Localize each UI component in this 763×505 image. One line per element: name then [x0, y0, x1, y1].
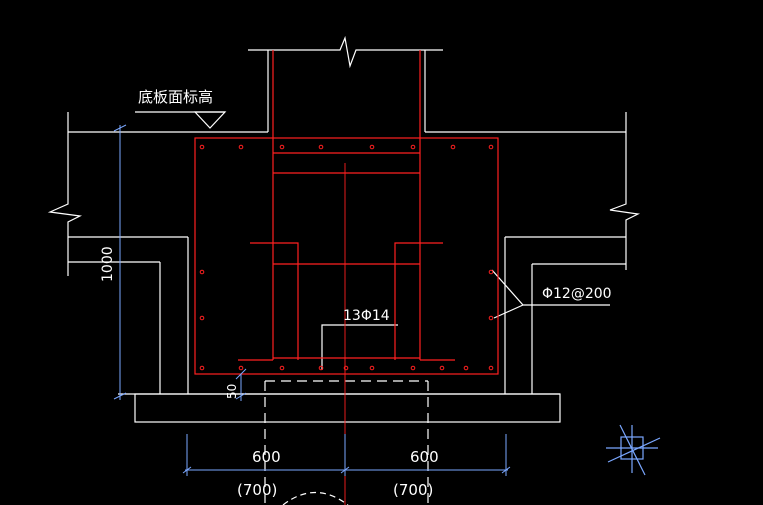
ucs-axis-icon: [606, 424, 661, 476]
rebar-section-dot: [238, 144, 244, 150]
rebar-section-dot: [488, 269, 494, 275]
dim-left-paren-label: (700): [237, 481, 277, 499]
rebar-section-dot: [199, 144, 205, 150]
rebar-section-dot: [369, 144, 375, 150]
rebar-dots: [199, 144, 494, 371]
rebar-section-dot: [410, 144, 416, 150]
cover-dim-label: 50: [225, 384, 239, 399]
dim-right-paren-label: (700): [393, 481, 433, 499]
cover-dim-tick-bottom: [235, 392, 247, 400]
dim-right-label: 600: [410, 448, 439, 466]
cover-dim-tick-top: [235, 368, 247, 380]
rebar-section-dot: [318, 365, 324, 371]
rebar-section-dot: [488, 144, 494, 150]
rebar-section-dot: [318, 144, 324, 150]
vertical-dim-tick-top: [113, 124, 127, 132]
pile-arc: [282, 492, 349, 505]
rebar-section-dot: [488, 365, 494, 371]
rebar-section-dot: [238, 365, 244, 371]
left-slab-break: [47, 112, 83, 276]
rebar-section-dot: [199, 315, 205, 321]
slab-elevation-label: 底板面标高: [138, 88, 213, 106]
structure-outline: [47, 35, 640, 505]
rebar-section-dot: [439, 365, 445, 371]
column-break-line: [248, 35, 443, 69]
rebar-group: [194, 50, 499, 505]
rebar-section-dot: [410, 365, 416, 371]
elevation-triangle-icon: [193, 111, 227, 129]
main-rebar-leader: [321, 324, 398, 370]
dim-left-label: 600: [252, 448, 281, 466]
dimension-lines: [113, 124, 511, 476]
horizontal-dim-tick-mid: [340, 466, 350, 474]
rebar-section-dot: [343, 365, 349, 371]
rebar-section-dot: [450, 144, 456, 150]
stirrup-leader-2: [493, 304, 524, 319]
right-slab-break: [609, 112, 640, 270]
rebar-section-dot: [279, 365, 285, 371]
rebar-section-dot: [369, 365, 375, 371]
column-bar-left-inner: [250, 242, 299, 360]
blinding-layer: [134, 393, 561, 423]
vertical-dim-tick-bottom: [113, 392, 127, 400]
main-rebar-label: 13Φ14: [343, 308, 390, 324]
text-labels: 底板面标高 13Φ14 Φ12@200 1000 50 600 600 (700…: [100, 88, 612, 499]
rebar-section-dot: [199, 365, 205, 371]
vertical-dim-label: 1000: [100, 246, 116, 282]
horizontal-dim-tick-left: [182, 466, 192, 474]
rebar-section-dot: [279, 144, 285, 150]
column-bar-right-inner: [394, 242, 443, 360]
rebar-section-dot: [488, 315, 494, 321]
rebar-section-dot: [463, 365, 469, 371]
pit-rebar-cage: [194, 137, 499, 375]
stirrup-label: Φ12@200: [542, 286, 612, 302]
horizontal-dim-tick-right: [501, 466, 511, 474]
rebar-section-dot: [199, 269, 205, 275]
